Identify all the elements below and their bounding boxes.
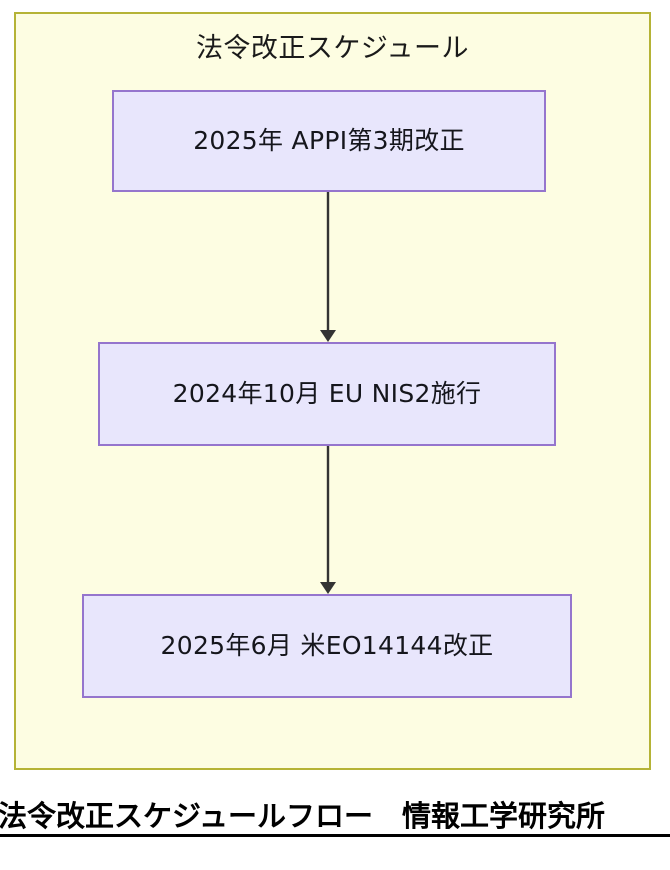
figure-caption: 法令改正スケジュールフロー 情報工学研究所 [0, 799, 670, 838]
figure-caption-text: 法令改正スケジュールフロー 情報工学研究所 [0, 799, 605, 833]
flow-node-label: 2025年6月 米EO14144改正 [160, 631, 494, 660]
flow-node-appi[interactable]: 2025年 APPI第3期改正 [112, 90, 546, 192]
flow-node-eo14144[interactable]: 2025年6月 米EO14144改正 [82, 594, 572, 698]
panel-title: 法令改正スケジュール [195, 33, 470, 64]
caption-divider [0, 834, 670, 838]
flow-node-label: 2024年10月 EU NIS2施行 [172, 379, 482, 408]
flow-node-label: 2025年 APPI第3期改正 [193, 126, 465, 155]
flow-node-nis2[interactable]: 2024年10月 EU NIS2施行 [98, 342, 556, 446]
